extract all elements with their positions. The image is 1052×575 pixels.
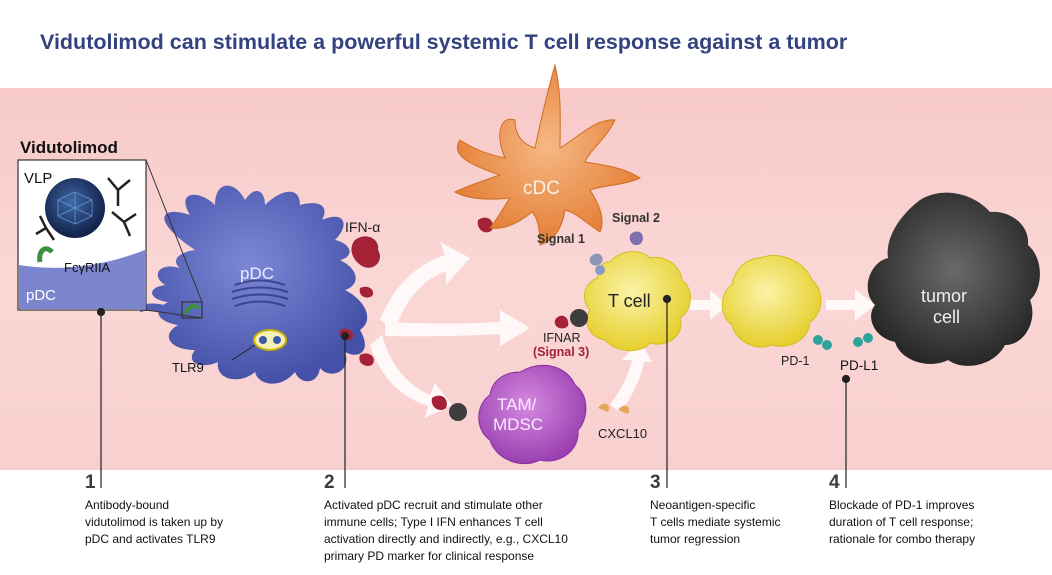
tcell-label: T cell <box>608 291 651 311</box>
inset-vlp-label: VLP <box>24 170 52 187</box>
arrow-to-tcell <box>385 310 530 346</box>
page-title: Vidutolimod can stimulate a powerful sys… <box>40 30 848 54</box>
step-2: 2 Activated pDC recruit and stimulate ot… <box>324 472 568 565</box>
tam-label-line2: MDSC <box>493 415 543 434</box>
step-number: 4 <box>829 472 840 493</box>
inset-pdc-membrane <box>19 250 145 309</box>
step-description: Neoantigen-specific T cells mediate syst… <box>650 498 781 546</box>
pd1-label: PD-1 <box>781 354 810 368</box>
golgi-stacks <box>231 279 289 307</box>
ifn-alpha-label: IFN-α <box>345 219 380 235</box>
signal2-label: Signal 2 <box>612 211 660 225</box>
step-number: 2 <box>324 472 335 493</box>
step-1: 1 Antibody-bound vidutolimod is taken up… <box>85 472 223 548</box>
step-4: 4 Blockade of PD-1 improves duration of … <box>829 472 975 548</box>
pdc-label: pDC <box>240 264 274 283</box>
tumor-cell: tumor cell <box>853 192 1040 366</box>
pdc-cell: pDC <box>140 185 368 384</box>
fcgriia-receptor-small <box>184 304 200 315</box>
tcell-secondary <box>721 254 832 350</box>
cdc-cell: cDC <box>453 63 643 266</box>
inset-receptor-label: FcγRIIA <box>64 260 111 275</box>
inset-heading: Vidutolimod <box>20 138 118 157</box>
tumor-label-line1: tumor <box>921 286 967 306</box>
arrow-to-tam <box>370 335 452 418</box>
step-description: Blockade of PD-1 improves duration of T … <box>829 498 976 546</box>
cdc-label: cDC <box>523 178 560 199</box>
tam-mdsc-cell: TAM/ MDSC <box>449 364 630 465</box>
tlr9-receptor <box>253 329 287 351</box>
arrow-tcell2-to-tumor <box>826 289 875 321</box>
inset-cell-label: pDC <box>26 287 56 304</box>
inset-focus-box <box>181 301 203 319</box>
antibody-icons <box>35 177 137 241</box>
step-description: Activated pDC recruit and stimulate othe… <box>324 498 568 563</box>
arrow-to-cdc <box>380 242 470 330</box>
signal3-label: (Signal 3) <box>533 345 589 359</box>
step-number: 3 <box>650 472 661 493</box>
pdl1-label: PD-L1 <box>840 358 878 373</box>
step-number: 1 <box>85 472 96 493</box>
tlr9-label: TLR9 <box>172 360 204 375</box>
vidutolimod-inset: Vidutolimod VLP FcγRIIA pDC <box>17 138 203 319</box>
ifnar-label: IFNAR <box>543 331 581 345</box>
tam-label-line1: TAM/ <box>497 395 537 414</box>
signal1-label: Signal 1 <box>537 232 585 246</box>
step-description: Antibody-bound vidutolimod is taken up b… <box>85 498 224 546</box>
arrow-tam-to-tcell <box>610 340 652 412</box>
flow-arrows <box>370 242 875 418</box>
tumor-label-line2: cell <box>933 307 960 327</box>
arrow-tcell-to-tcell2 <box>690 290 728 320</box>
callout-pointers <box>96 294 851 488</box>
tcell-primary: T cell <box>570 251 691 351</box>
cxcl10-label: CXCL10 <box>598 426 647 441</box>
fcgriia-icon <box>37 246 54 263</box>
step-3: 3 Neoantigen-specific T cells mediate sy… <box>650 472 780 548</box>
